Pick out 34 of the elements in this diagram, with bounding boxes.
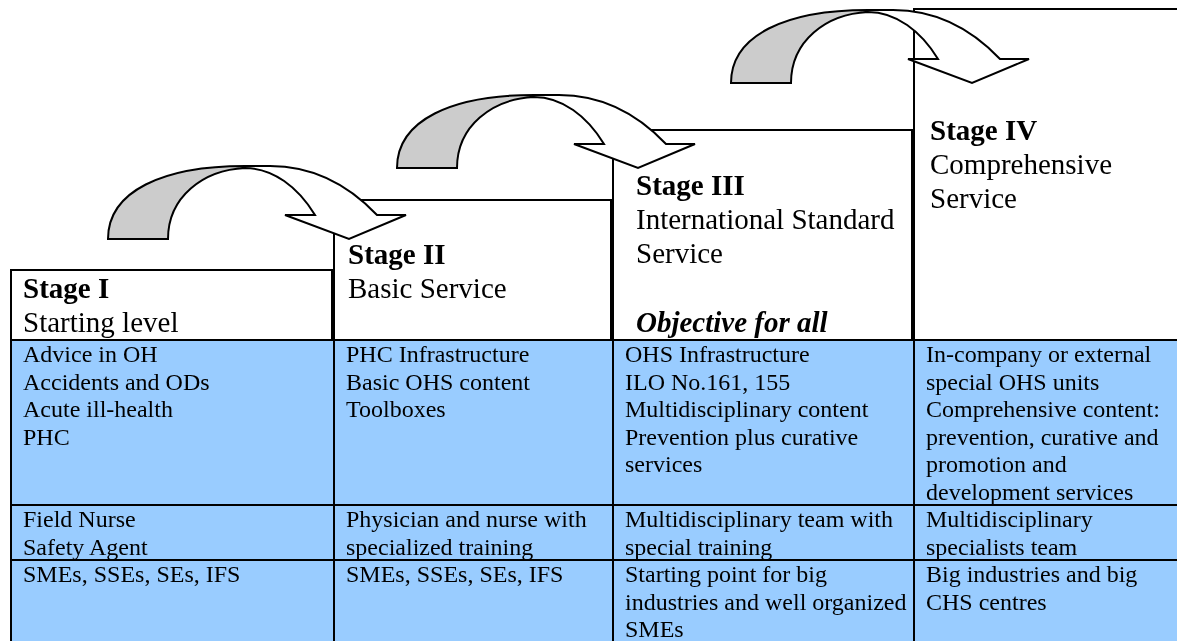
table-text: Acute ill-health — [23, 396, 174, 424]
curved-arrow — [730, 9, 1030, 84]
curved-arrow — [107, 165, 407, 240]
table-text: Multidisciplinary specialists team — [926, 506, 1094, 561]
table-text: Basic OHS content — [346, 368, 531, 396]
table-text: SMEs, SSEs, SEs, IFS — [23, 561, 242, 589]
table-text: In-company or external special OHS units — [926, 341, 1153, 396]
table-text: Toolboxes — [346, 396, 447, 424]
stage-subtitle: Comprehensive Service — [930, 147, 1113, 215]
table-text: Comprehensive content: prevention, curative and promotion and development services — [926, 396, 1161, 506]
table-text: PHC — [23, 423, 71, 451]
stage-title: Stage II — [348, 237, 446, 271]
stage-subtitle: Basic Service — [348, 271, 507, 305]
table-text: Field Nurse — [23, 506, 137, 534]
stage-title: Stage IV — [930, 113, 1038, 147]
table-text: Big industries and big CHS centres — [926, 561, 1139, 616]
table-text: Starting point for big industries and well organized SMEs — [625, 561, 908, 641]
objective-note: Objective for all — [636, 305, 828, 339]
table-text: ILO No.161, 155 — [625, 368, 792, 396]
table-text: Physician and nurse with specialized training — [346, 506, 588, 561]
table-text: Multidisciplinary content — [625, 396, 870, 424]
stage-subtitle: Starting level — [23, 305, 179, 339]
table-text: OHS Infrastructure — [625, 341, 811, 369]
stage-title: Stage III — [636, 168, 745, 202]
table-text: Advice in OH — [23, 341, 159, 369]
table-text: Prevention plus curative services — [625, 423, 860, 479]
table-text: Safety Agent — [23, 533, 149, 561]
table-text: SMEs, SSEs, SEs, IFS — [346, 561, 565, 589]
table-text: Accidents and ODs — [23, 368, 211, 396]
curved-arrow — [396, 94, 696, 169]
table-text: Multidisciplinary team with special training — [625, 506, 894, 561]
stage-subtitle: International Standard Service — [636, 202, 896, 270]
stage-title: Stage I — [23, 271, 110, 305]
table-text: PHC Infrastructure — [346, 341, 531, 369]
